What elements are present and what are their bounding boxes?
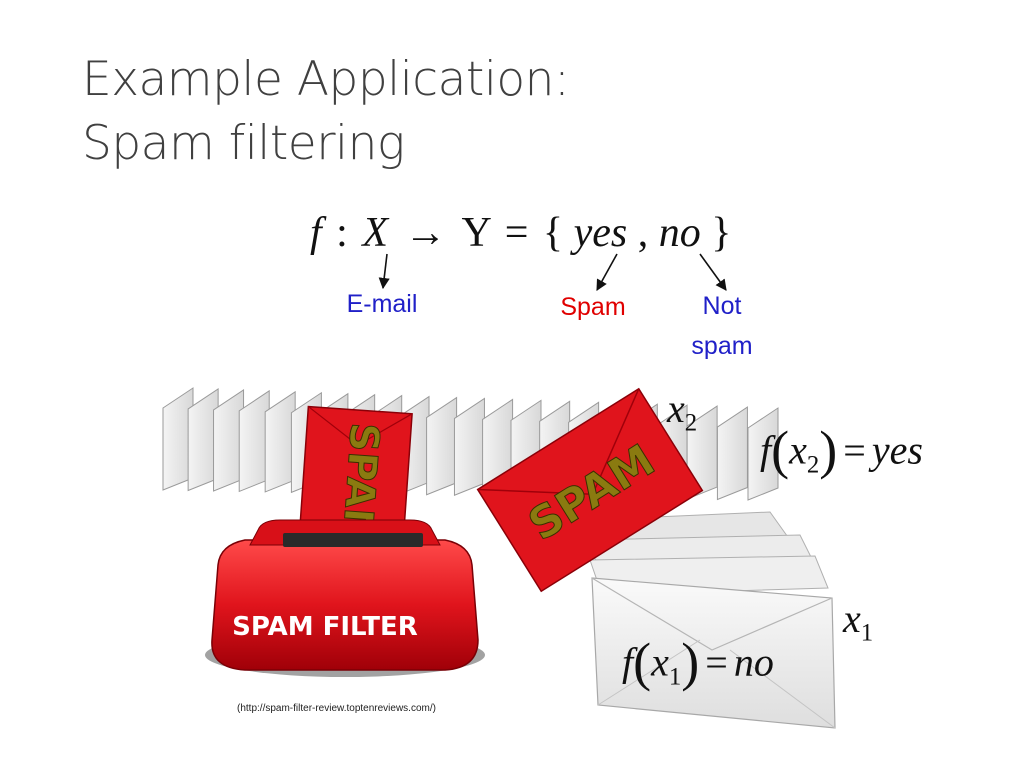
formula-X: X (362, 210, 388, 256)
eq-x2-f: f (760, 427, 772, 473)
formula-f: f (310, 210, 322, 256)
arrow-to-spam (596, 253, 618, 291)
title-line-1: Example Application: (82, 52, 570, 107)
spam-filter-box: SPAM FILTER (205, 519, 485, 677)
formula-eq: = (504, 210, 529, 256)
arrow-to-not-spam (699, 253, 727, 291)
eq-x2-eq: = (843, 427, 866, 473)
x1-label: x1 (843, 594, 873, 659)
eq-x1-val: no (733, 639, 774, 685)
eq-x2-val: yes (871, 427, 923, 473)
x2-var: x (667, 386, 685, 431)
formula-no: no (658, 210, 701, 256)
queue-envelope (747, 407, 779, 501)
formula-colon: : (336, 210, 348, 256)
queue-envelope (426, 396, 458, 496)
eq-x1-var: x (651, 639, 669, 685)
equation-x1: f(x1)=no (622, 634, 774, 705)
eq-x2-lparen: ( (771, 420, 790, 480)
formula-rbrace: } (711, 210, 732, 256)
email-label: E-mail (346, 290, 418, 318)
formula-arrow: → (404, 210, 447, 256)
queue-envelope (716, 406, 748, 501)
queue-envelope (453, 397, 485, 496)
x1-sub: 1 (860, 619, 874, 647)
eq-x2-var: x (789, 427, 807, 473)
spam-filter-label: SPAM FILTER (232, 612, 418, 642)
slide-title: Example Application: Spam filtering (82, 48, 570, 176)
eq-x2-rparen: ) (819, 420, 838, 480)
formula-comma: , (637, 210, 649, 256)
equation-x2: f(x2)=yes (760, 422, 923, 493)
x1-var: x (843, 596, 861, 641)
eq-x1-rparen: ) (681, 632, 700, 692)
formula-yes: yes (573, 210, 628, 256)
eq-x1-lparen: ( (633, 632, 652, 692)
formula-lbrace: { (542, 210, 564, 256)
x2-label: x2 (667, 384, 697, 449)
mapping-formula: f : X → Y = { yes , no } (310, 205, 731, 261)
eq-x2-sub: 2 (806, 451, 820, 479)
arrow-to-email (378, 253, 390, 290)
formula-Y: Y (461, 210, 491, 256)
eq-x1-f: f (622, 639, 634, 685)
eq-x1-sub: 1 (668, 663, 682, 691)
x2-sub: 2 (684, 409, 698, 437)
not-spam-line-1: Not (702, 292, 742, 320)
not-spam-label: Not spam (672, 286, 772, 366)
not-spam-line-2: spam (691, 332, 753, 360)
title-line-2: Spam filtering (82, 116, 405, 171)
image-source-caption: (http://spam-filter-review.toptenreviews… (237, 703, 436, 714)
eq-x1-eq: = (705, 639, 728, 685)
spam-label: Spam (560, 293, 626, 321)
